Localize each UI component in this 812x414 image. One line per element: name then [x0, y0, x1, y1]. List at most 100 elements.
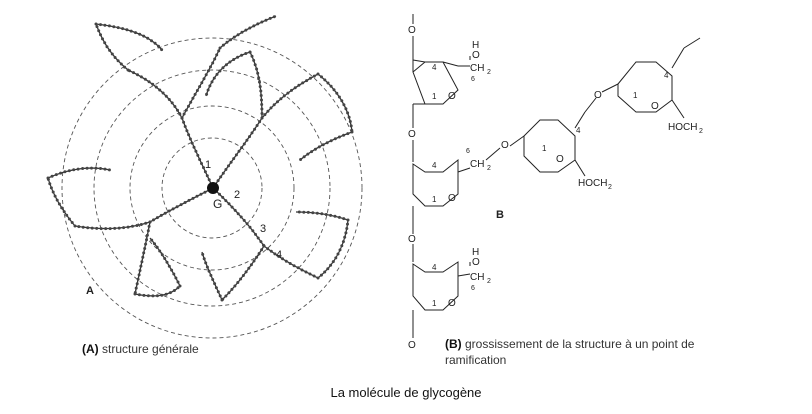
glucose-unit: [202, 257, 206, 261]
glucose-unit: [172, 289, 176, 292]
atom-c4-4: 4: [576, 126, 581, 135]
glucose-unit: [335, 91, 339, 95]
glucose-chain: [317, 219, 349, 279]
glucose-unit: [70, 221, 74, 224]
glucose-unit: [323, 270, 327, 274]
glucose-unit: [121, 27, 125, 31]
glucose-unit: [176, 108, 179, 112]
glucose-unit: [151, 294, 155, 298]
glucose-unit: [241, 274, 245, 277]
glucose-unit: [264, 18, 268, 22]
glucose-unit: [313, 147, 317, 151]
glucose-unit: [207, 269, 211, 273]
glucose-unit: [137, 293, 141, 297]
caption-a-letter: (A): [82, 342, 99, 356]
core-label: G: [213, 197, 222, 211]
glucose-unit: [342, 103, 346, 107]
glucose-unit: [337, 135, 341, 139]
glucose-unit: [81, 167, 85, 170]
glucose-unit: [163, 257, 167, 260]
glucose-unit: [104, 227, 108, 231]
glucose-unit: [242, 142, 246, 146]
glucose-unit: [263, 113, 267, 117]
glucose-unit: [199, 192, 203, 196]
glucose-unit: [323, 78, 327, 82]
glucose-unit: [187, 133, 191, 137]
glucose-unit: [337, 215, 341, 219]
glucose-unit: [282, 94, 286, 98]
glucose-unit: [233, 208, 237, 212]
glucose-unit: [255, 255, 259, 259]
glucose-unit: [203, 190, 207, 194]
glucose-unit: [293, 86, 297, 90]
atom-hoch2-5: HOCH: [668, 122, 697, 133]
atom-o-branch: O: [501, 140, 509, 151]
glucose-unit: [334, 256, 338, 260]
glucose-unit: [135, 282, 139, 286]
glucose-unit: [273, 252, 277, 256]
glucose-unit: [67, 217, 71, 221]
glucose-unit: [57, 202, 61, 206]
glucose-unit: [258, 120, 262, 124]
glucose-unit: [340, 244, 344, 248]
glucose-unit: [182, 112, 186, 116]
caption-a-text: structure générale: [98, 342, 199, 356]
glucose-unit: [158, 249, 162, 253]
glucose-unit: [143, 247, 147, 250]
tier-label-4: 4: [276, 249, 282, 261]
glucose-unit: [345, 227, 349, 230]
glucose-unit: [122, 226, 126, 230]
glucose-unit: [188, 137, 192, 141]
glucose-unit: [245, 222, 249, 226]
glucose-unit: [348, 120, 352, 123]
atom-ch2-2: CH: [470, 159, 484, 170]
glucose-unit: [145, 238, 148, 242]
panel-a-letter: A: [86, 285, 94, 297]
glucose-unit: [187, 104, 190, 108]
tier-label-2: 2: [234, 189, 240, 201]
glucose-unit: [326, 267, 330, 271]
glucose-unit: [198, 158, 202, 161]
glucose-unit: [175, 205, 179, 209]
glucose-unit: [113, 226, 117, 230]
glucose-unit: [325, 141, 329, 145]
glucose-unit: [255, 67, 259, 71]
glucose-unit: [255, 124, 259, 127]
glucose-unit: [176, 286, 180, 290]
glucose-unit: [209, 65, 212, 69]
glucose-unit: [329, 263, 333, 267]
atom-ring-o-5: O: [651, 101, 659, 112]
glucose-unit: [76, 167, 80, 171]
glucose-unit: [260, 107, 264, 111]
glucose-unit: [95, 226, 99, 230]
glucose-unit: [167, 209, 171, 213]
glucose-unit: [189, 100, 193, 104]
glucose-unit: [153, 242, 156, 246]
glucose-unit: [227, 164, 230, 168]
glucose-unit: [110, 52, 114, 56]
glucose-unit: [155, 245, 159, 249]
glucose-unit: [205, 92, 209, 96]
tier-label-3: 3: [260, 223, 266, 235]
glucose-unit: [94, 22, 98, 26]
glucose-unit: [316, 72, 320, 76]
tier-ring-3: [93, 69, 331, 307]
glucose-unit: [272, 103, 276, 107]
atom-ring-o-1: O: [448, 91, 456, 102]
glucose-unit: [183, 201, 187, 204]
glucose-unit: [99, 227, 103, 231]
glucose-unit: [346, 218, 350, 222]
glucose-unit: [240, 30, 244, 34]
glucose-unit: [182, 120, 186, 124]
glucose-unit: [138, 269, 142, 272]
glucose-unit: [107, 168, 111, 172]
glucose-unit: [205, 174, 209, 178]
glucose-unit: [141, 255, 145, 259]
glucose-unit: [252, 24, 256, 28]
glucose-unit: [179, 203, 183, 207]
glucose-unit: [132, 71, 135, 75]
glucose-unit: [192, 145, 196, 149]
glucose-unit: [216, 179, 220, 183]
glucose-unit: [113, 56, 117, 59]
glucose-unit: [292, 264, 296, 268]
